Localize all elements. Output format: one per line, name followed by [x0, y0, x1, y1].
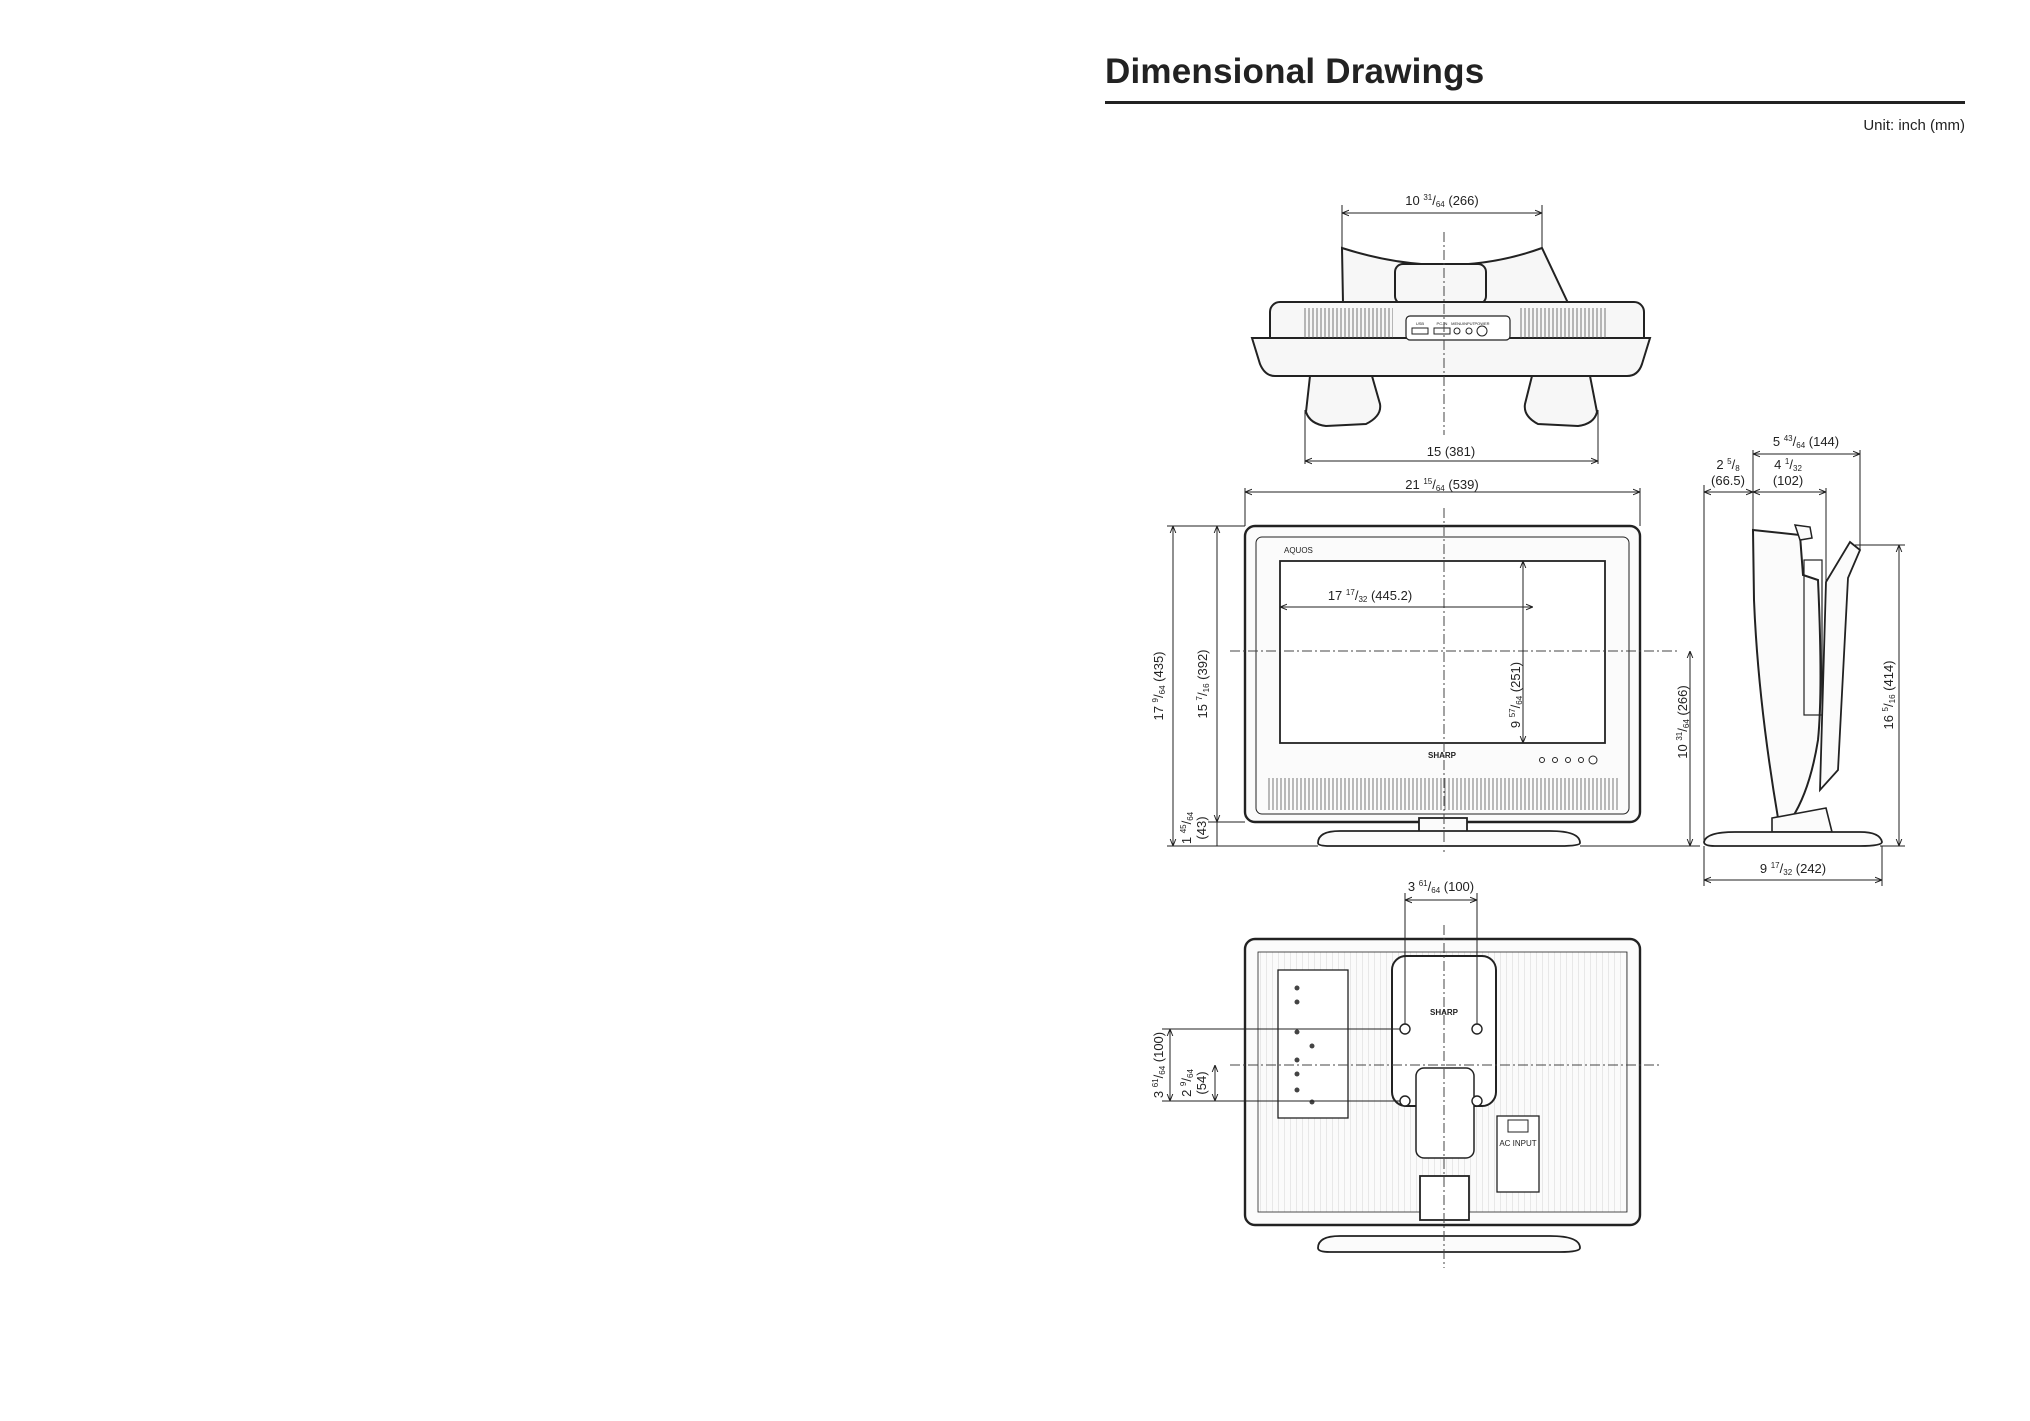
aquos-logo: AQUOS [1284, 546, 1313, 555]
screen-height-label: 9 57/64 (251) [1508, 662, 1524, 728]
stand-foot-span-label: 15 (381) [1427, 444, 1475, 459]
center-height-label: 10 31/64 (266) [1675, 685, 1691, 758]
front-offset-label: 2 5/8 [1716, 457, 1740, 473]
speaker-grille [1268, 778, 1618, 810]
sharp-logo-rear: SHARP [1430, 1008, 1459, 1017]
stand-depth-label: 9 17/32 (242) [1760, 861, 1826, 877]
side-view [1703, 524, 1883, 847]
side-panel-inset [1803, 559, 1823, 716]
top-control-buttons [1411, 325, 1488, 337]
stand-handle [1394, 263, 1487, 305]
side-body [1751, 528, 1822, 819]
rear-stand-base [1317, 1235, 1581, 1253]
pc-in-port-shape [1433, 327, 1451, 335]
panel-label: PC-IN [1437, 321, 1448, 326]
panel-label: POWER [1474, 321, 1489, 326]
front-view [1243, 524, 1642, 847]
stand-height-label: 1 45/64 [1179, 811, 1195, 844]
page-title: Dimensional Drawings [1105, 52, 1485, 91]
height-to-top-label: 16 5/16 (414) [1881, 660, 1897, 729]
input-button-shape [1465, 327, 1473, 335]
stand-top-width-label: 10 31/64 (266) [1405, 193, 1478, 209]
bezel-inner-edge [1255, 536, 1630, 815]
body-depth-label: 4 1/32 [1774, 457, 1802, 473]
screen [1279, 560, 1606, 744]
title-underline [1105, 101, 1965, 104]
rear-view [1243, 937, 1642, 1253]
ac-input-label: AC INPUT [1499, 1139, 1536, 1148]
mount-offset-label: 2 9/64 [1179, 1069, 1195, 1097]
side-top-bump [1793, 524, 1813, 541]
panel-label: INPUT [1463, 321, 1476, 326]
power-button-shape [1476, 325, 1488, 337]
tv-front-edge [1250, 337, 1652, 377]
side-dimensions [1703, 450, 1905, 886]
sharp-logo-front: SHARP [1428, 751, 1457, 760]
vesa-horizontal-label: 3 61/64 (100) [1408, 879, 1474, 895]
overall-height-label: 17 9/64 (435) [1151, 651, 1167, 720]
unit-note: Unit: inch (mm) [1863, 117, 1965, 134]
usb-port-shape [1411, 327, 1429, 335]
top-view [1250, 246, 1652, 428]
stand-foot-left [1304, 375, 1382, 428]
top-vent-left [1303, 308, 1393, 338]
overall-width-label: 21 15/64 (539) [1405, 477, 1478, 493]
body-height-label: 15 7/16 (392) [1195, 649, 1211, 718]
stand-height-mm-label: (43) [1194, 816, 1209, 839]
menu-button-shape [1453, 327, 1461, 335]
panel-label: USB [1416, 321, 1425, 326]
bracket-slot [1415, 1067, 1475, 1159]
front-centerlines [1230, 508, 1680, 852]
panel-label: MENU [1451, 321, 1463, 326]
screen-width-label: 17 17/32 (445.2) [1328, 588, 1412, 604]
top-dimensions [1304, 205, 1599, 464]
vesa-screw-holes [1399, 1023, 1483, 1107]
stand-base [1317, 830, 1581, 847]
front-dimensions [1167, 488, 1700, 847]
ac-socket [1507, 1119, 1529, 1133]
stand-foot-right [1523, 375, 1599, 428]
rear-dimensions [1162, 893, 1478, 1102]
mount-offset-mm-label: (54) [1194, 1071, 1209, 1094]
top-vent-right [1518, 308, 1608, 338]
vesa-vertical-label: 3 61/64 (100) [1151, 1032, 1167, 1098]
front-offset-mm-label: (66.5) [1711, 473, 1745, 488]
stand-neck [1418, 817, 1468, 833]
front-indicator-buttons [1539, 755, 1598, 765]
rear-centerlines [1230, 925, 1660, 1268]
body-depth-mm-label: (102) [1773, 473, 1803, 488]
total-depth-label: 5 43/64 (144) [1773, 434, 1839, 450]
side-stand-base [1703, 831, 1883, 847]
